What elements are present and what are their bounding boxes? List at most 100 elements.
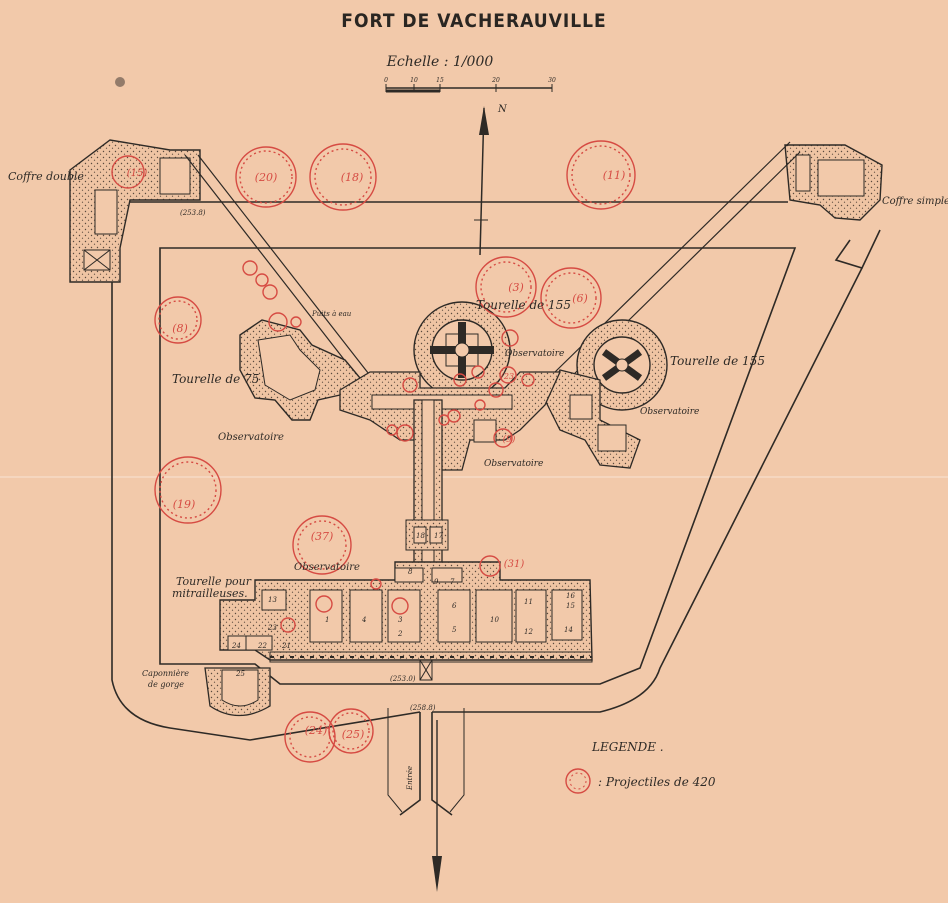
room-number: 4 [361, 616, 366, 624]
north-label: N [497, 104, 508, 115]
crater: (24) [284, 711, 336, 763]
room-number: 2 [397, 630, 403, 638]
label-observatoire-left: Observatoire [218, 432, 284, 443]
room-number: 9 [434, 578, 439, 586]
ink-blot [115, 77, 125, 87]
label-tourelle-155-center: Tourelle de 155 [476, 298, 571, 312]
crater-label: (24) [305, 724, 328, 737]
crater: (18) [309, 143, 377, 211]
label-observatoire-right: Observatoire [640, 407, 699, 417]
label-tourelle-155-right: Tourelle de 155 [670, 354, 765, 368]
crater: (31) [479, 555, 525, 577]
crater: (3) [475, 256, 537, 318]
room-number: 15 [566, 602, 575, 610]
crater-label: (37) [311, 530, 334, 543]
room-number: 24 [231, 642, 241, 650]
label-observatoire-lower: Observatoire [484, 459, 543, 469]
coffre-double [69, 139, 201, 283]
crater-label: (9) [503, 434, 516, 445]
label-observatoire-bottom: Observatoire [294, 562, 360, 573]
crater-label: (6) [572, 292, 588, 305]
label-altitude: (253.8) [180, 209, 206, 217]
room-number: 5 [452, 626, 457, 634]
tourelle-75-block [239, 319, 372, 421]
room-number: 17 [434, 532, 443, 540]
label-altitude: (253.0) [390, 675, 416, 683]
label-entree: Entrée [406, 766, 414, 791]
label-puits: Puits à eau [311, 310, 352, 318]
map-labels: Coffre double Coffre simple Tourelle de … [8, 170, 948, 791]
label-tourelle-mitrailleuses-2: mitrailleuses. [172, 587, 248, 600]
north-arrow: N [474, 104, 508, 256]
room-number: 10 [490, 616, 499, 624]
scale-tick: 30 [548, 77, 556, 84]
room-number: 25 [235, 670, 245, 678]
legend: LEGENDE . : Projectiles de 420 [565, 740, 716, 794]
crater-label: (8) [172, 322, 188, 335]
room-number: 16 [566, 592, 575, 600]
crater-label: (25) [342, 728, 365, 741]
map-title: FORT DE VACHERAUVILLE [341, 10, 607, 32]
room-number: 7 [450, 578, 455, 586]
crater: (25) [328, 708, 374, 754]
crater: (11) [566, 140, 636, 210]
scale-bar: Echelle : 1/000 0 10 15 20 30 [384, 54, 556, 93]
room-number: 11 [524, 598, 533, 606]
room-number: 8 [408, 568, 413, 576]
crater-label: (15) [127, 168, 148, 179]
crater-label: (3) [508, 281, 524, 294]
room-number: 14 [564, 626, 573, 634]
outer-enceinte [111, 201, 881, 816]
scale-tick: 10 [410, 77, 418, 84]
crater: (19) [154, 456, 222, 524]
room-number: 23 [267, 624, 277, 632]
room-number: 22 [257, 642, 267, 650]
room-number: 6 [452, 602, 457, 610]
crater-label: (20) [255, 171, 278, 184]
room-numbers: 1 2 3 4 5 6 7 8 9 10 11 12 13 14 15 16 1… [231, 532, 575, 678]
crater-label: (19) [173, 498, 196, 511]
room-number: 3 [398, 616, 403, 624]
room-number: 18 [416, 532, 425, 540]
room-number: 12 [524, 628, 533, 636]
crater: (15) [111, 155, 148, 189]
scale-tick: 0 [384, 77, 388, 84]
crater: (23) [499, 366, 517, 384]
scale-tick: 15 [436, 77, 444, 84]
crater-label: (11) [603, 169, 626, 182]
label-tourelle-75: Tourelle de 75 [172, 372, 259, 386]
room-number: 13 [268, 596, 277, 604]
label-altitude: (258.8) [410, 704, 436, 712]
label-coffre-simple: Coffre simple [882, 196, 948, 207]
crater-label: (31) [504, 559, 525, 570]
crater-label: (18) [341, 171, 364, 184]
craters: (20) (18) (11) (15) (3) (6) (8) (19) (37… [111, 140, 636, 763]
legend-item: : Projectiles de 420 [598, 775, 716, 789]
label-tourelle-mitrailleuses: Tourelle pour [176, 575, 252, 588]
main-corridor [405, 399, 449, 566]
legend-crater-icon [565, 768, 591, 794]
tourelle-155-center [413, 301, 511, 399]
crater: (8) [154, 296, 202, 344]
room-number: 1 [325, 616, 329, 624]
crater: (20) [235, 146, 297, 208]
room-number: 21 [281, 642, 291, 650]
legend-title: LEGENDE . [591, 740, 664, 754]
entrance-arrow [432, 720, 442, 892]
label-coffre-double: Coffre double [8, 170, 84, 183]
label-observatoire-center: Observatoire [505, 349, 564, 359]
label-caponniere-2: de gorge [148, 680, 184, 689]
crater-label: (23) [501, 372, 517, 381]
coffre-simple [784, 144, 883, 221]
caponniere-de-gorge [204, 667, 271, 717]
tourelle-155-right [544, 319, 668, 469]
crater: (37) [292, 515, 352, 575]
crater: (6) [540, 267, 602, 329]
scale-tick: 20 [491, 77, 500, 84]
paper-fold [0, 476, 948, 478]
label-caponniere: Caponnière [142, 669, 189, 678]
casern-block [219, 561, 593, 681]
scale-label: Echelle : 1/000 [386, 54, 494, 70]
